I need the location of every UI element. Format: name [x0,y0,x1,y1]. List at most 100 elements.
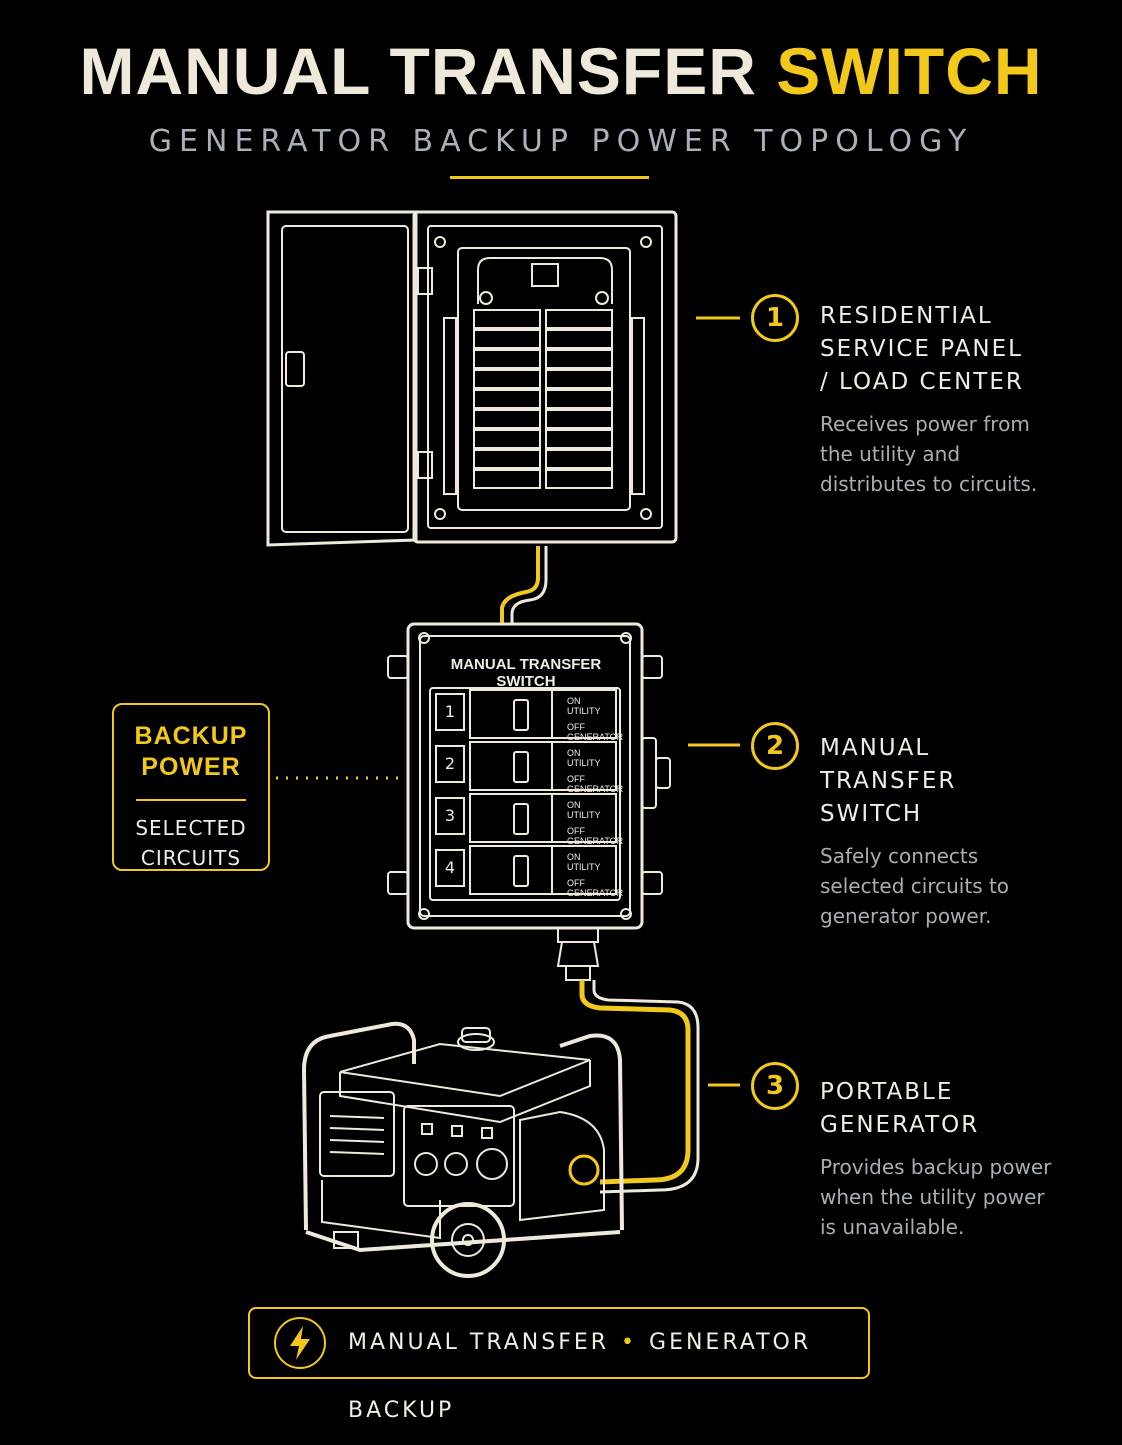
mount-tab [387,871,409,895]
generator-wheel [430,1202,506,1278]
callout-heading: PORTABLE GENERATOR [820,1079,980,1138]
panel-enclosure [412,210,678,544]
switch-to-generator-cable-yellow [579,980,691,1185]
switch-off: OFF [567,722,585,732]
generator-frame [301,1021,416,1231]
panel-screw [640,236,652,248]
callout-heading: MANUAL TRANSFER SWITCH [820,735,957,827]
mount-tab [641,655,663,679]
switch-row-3 [435,793,617,843]
topology-diagram [266,210,740,1278]
service-panel-illustration [266,210,678,547]
breaker-column-right [545,309,613,489]
footer-banner: MANUAL TRANSFER•GENERATOR BACKUP [248,1307,870,1423]
neutral-bar-left [443,317,457,495]
switch-number: 3 [444,806,456,825]
switch-number: 2 [444,754,456,773]
panel-to-switch-cable-white [510,546,548,624]
title-accent: SWITCH [776,34,1043,108]
backup-sub-line1: SELECTED [135,816,247,840]
page-title: MANUAL TRANSFER SWITCH [0,38,1122,104]
switch-screw [620,632,632,644]
transfer-switch-label: MANUAL TRANSFER SWITCH [450,656,602,690]
callout-service-panel: RESIDENTIAL SERVICE PANEL / LOAD CENTER … [820,300,1040,499]
backup-power-subtitle: SELECTED CIRCUITS [114,813,268,873]
door-latch [285,351,305,387]
footer-left-text: MANUAL TRANSFER [348,1330,610,1355]
switch-inner-frame [419,635,631,917]
switch-on-sub: UTILITY [567,862,601,872]
switch-on: ON [567,696,581,706]
footer-text: MANUAL TRANSFER•GENERATOR BACKUP [348,1309,868,1423]
switch-row-1 [435,689,617,739]
conduit-gland [565,965,591,981]
fuel-tank-side [339,1060,591,1124]
switch-off-sub: GENERATOR [567,836,624,846]
switch-on: ON [567,852,581,862]
switch-on-sub: UTILITY [567,758,601,768]
callout-description: Receives power from the utility and dist… [820,412,1038,496]
generator-frame-right [559,1033,624,1231]
main-lug-left [479,291,493,305]
transfer-switch-illustration [387,622,671,981]
footer-separator-dot: • [621,1330,638,1355]
generator-output-plug [568,1154,600,1186]
switch-screw [418,632,430,644]
switch-off-sub: GENERATOR [567,888,624,898]
switch-row-2 [435,741,617,791]
switch-on-sub: UTILITY [567,810,601,820]
page-subtitle: GENERATOR BACKUP POWER TOPOLOGY [148,124,974,159]
outlet-large [476,1148,508,1180]
main-lug-right [595,291,609,305]
generator-wheel-center [462,1234,474,1246]
switch-off: OFF [567,826,585,836]
backup-sub-line2: CIRCUITS [140,846,242,870]
generator-foot [333,1231,359,1249]
callout-number-1: 1 [751,294,799,342]
callout-transfer-switch: MANUAL TRANSFER SWITCH Safely connects s… [820,732,1060,931]
switch-off: OFF [567,878,585,888]
title-main: MANUAL TRANSFER [79,34,757,108]
switch-to-generator-cable-white [592,980,700,1194]
switch-row-4 [435,845,617,895]
callout-description: Safely connects selected circuits to gen… [820,844,1010,928]
panel-door [266,210,418,547]
panel-screw [640,508,652,520]
fuel-tank [339,1042,591,1098]
switch-face-plate [429,687,621,901]
outlet [444,1152,468,1176]
callout-heading: RESIDENTIAL SERVICE PANEL / LOAD CENTER [820,303,1024,395]
conduit-nut [556,941,600,967]
fuel-cap-top [461,1027,491,1043]
conduit-fitting [557,927,599,943]
generator-wheel-hub [451,1223,485,1257]
title-underline [450,176,649,179]
outlet [414,1152,438,1176]
control-switch [481,1127,493,1139]
switch-on: ON [567,748,581,758]
generator-illustration [301,1021,624,1278]
panel-to-switch-cable-yellow [500,546,540,624]
panel-screw [434,236,446,248]
generator-lower-body [321,1180,441,1240]
mount-tab [387,655,409,679]
neutral-bar-right [631,317,645,495]
engine-block [519,1110,605,1222]
switch-number: 1 [444,702,456,721]
switch-off-sub: GENERATOR [567,732,624,742]
switch-number: 4 [444,858,456,877]
panel-screw [434,508,446,520]
main-breaker [531,263,559,287]
switch-off-sub: GENERATOR [567,784,624,794]
hinge-bottom [417,451,433,479]
